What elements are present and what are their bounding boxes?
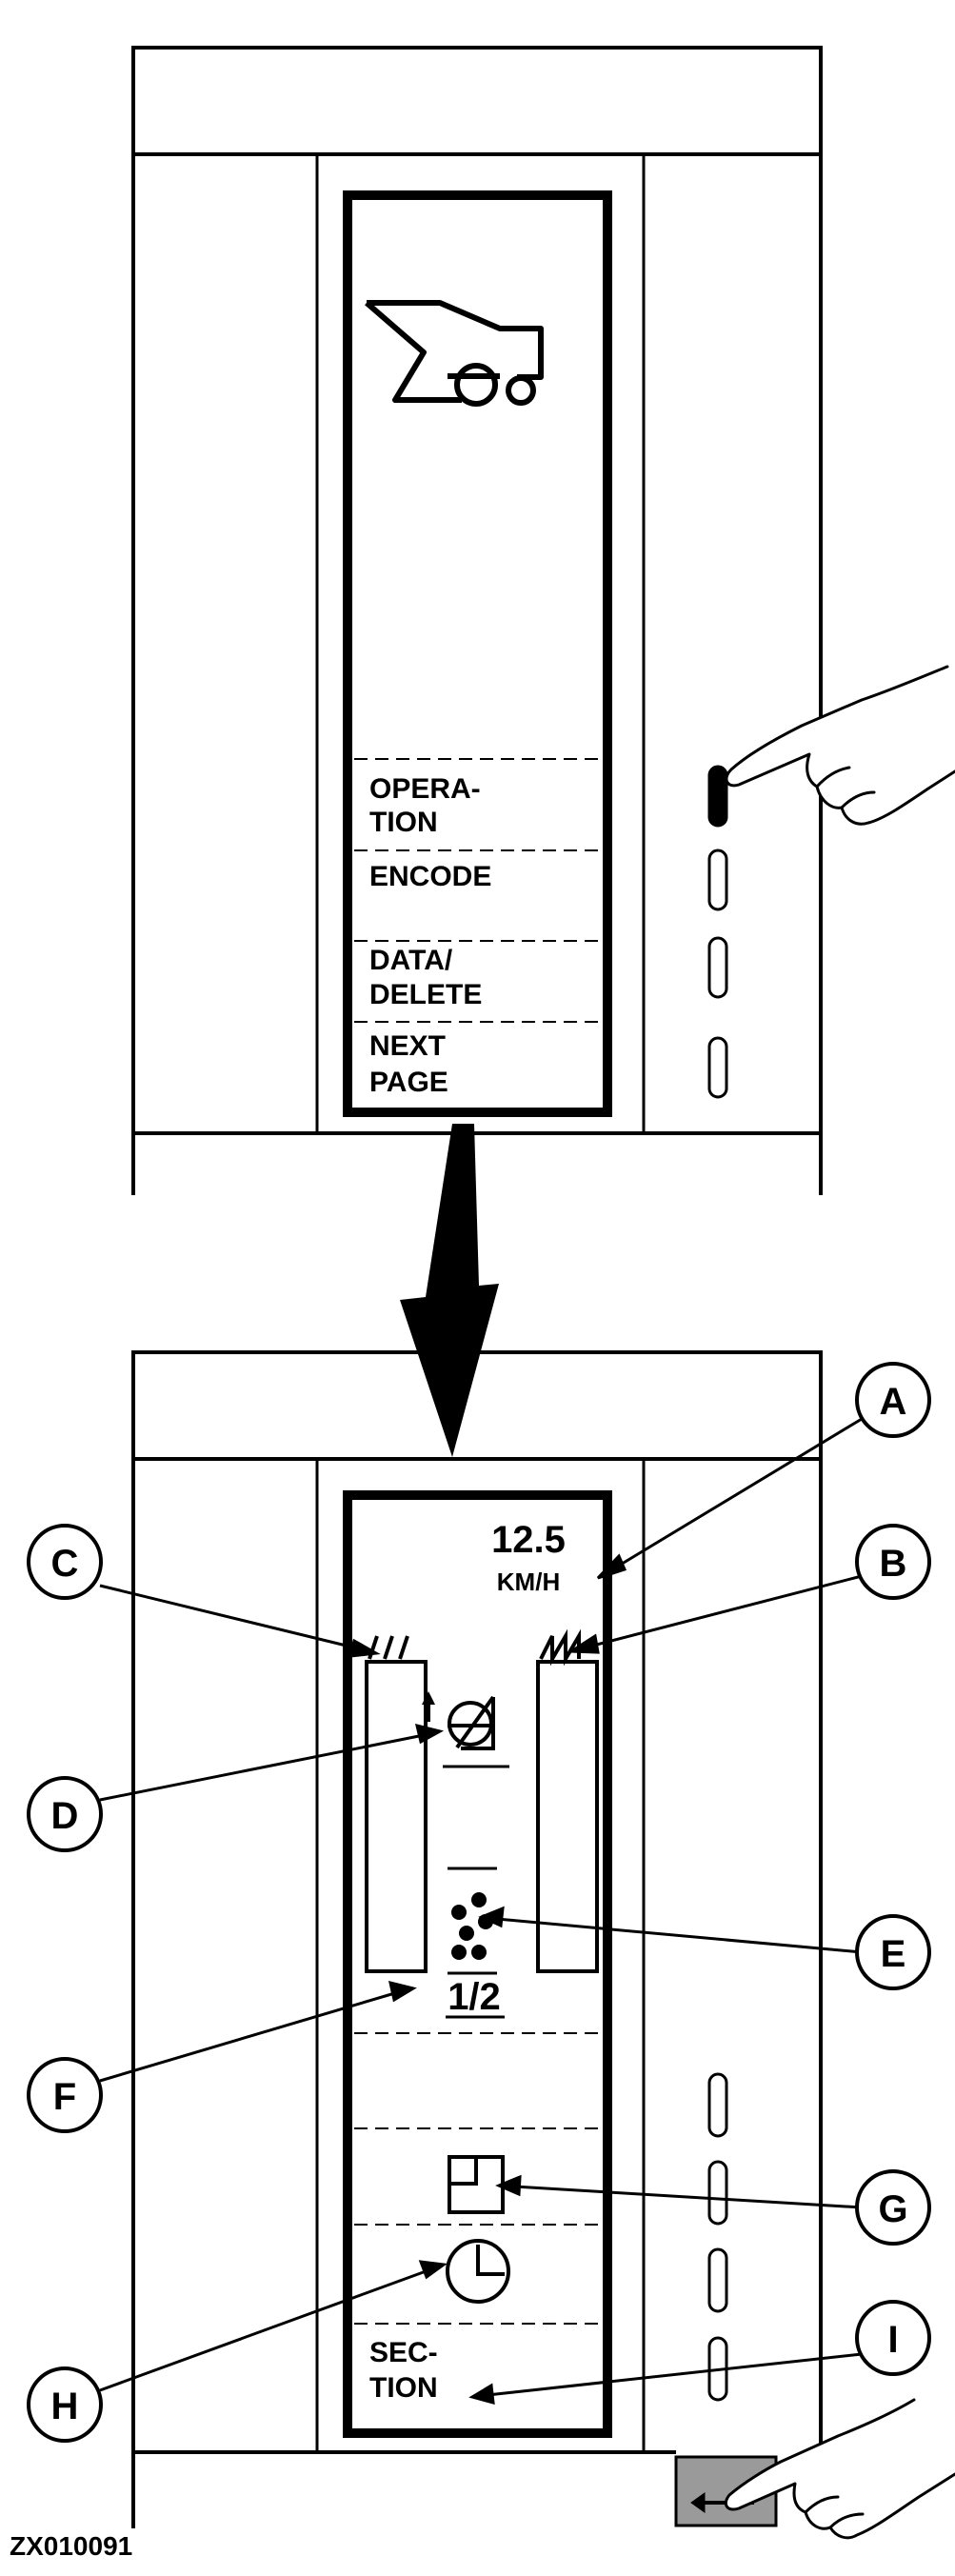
side-key-2[interactable] [707, 849, 728, 911]
callout-a: A [855, 1362, 931, 1438]
callout-d: D [27, 1776, 103, 1852]
menu-operation-line2[interactable]: TION [369, 807, 438, 838]
callout-b: B [855, 1524, 931, 1600]
pointing-hand-icon [724, 2398, 955, 2540]
side-key-1-pressed[interactable] [707, 765, 728, 828]
figure-id: ZX010091 [10, 2531, 133, 2561]
side-key-b2[interactable] [707, 2160, 728, 2226]
left-gauge-slashes [368, 1635, 409, 1660]
section-label-line1[interactable]: SEC- [369, 2337, 438, 2368]
speed-unit: KM/H [497, 1568, 560, 1596]
menu-next-page-line1[interactable]: NEXT [369, 1030, 446, 1062]
callout-i: I [855, 2300, 931, 2376]
fraction-value: 1/2 [448, 1976, 501, 2018]
svg-text:C: C [51, 1543, 79, 1585]
top-screen [343, 190, 612, 1117]
side-key-3[interactable] [707, 936, 728, 999]
pointing-hand-icon [725, 665, 955, 826]
svg-text:D: D [51, 1795, 79, 1837]
svg-text:F: F [53, 2076, 76, 2118]
right-bar-gauge [536, 1660, 599, 1973]
side-key-4[interactable] [707, 1036, 728, 1099]
side-key-b3[interactable] [707, 2247, 728, 2313]
grain-loss-icon [448, 1867, 497, 1975]
menu-encode[interactable]: ENCODE [369, 861, 491, 892]
speed-value: 12.5 [491, 1519, 566, 1561]
top-menu-labels: OPERA- TION ENCODE DATA/ DELETE NEXT PAG… [369, 773, 491, 1098]
callouts: A B C D E F G H [27, 1362, 931, 2443]
bottom-panel-frame [131, 1350, 823, 2528]
clock-icon [446, 2239, 510, 2304]
menu-data-delete-line2[interactable]: DELETE [369, 979, 482, 1010]
right-gauge-ramps [539, 1628, 581, 1667]
menu-data-delete-line1[interactable]: DATA/ [369, 945, 453, 976]
callout-e: E [855, 1914, 931, 1990]
menu-next-page-line2[interactable]: PAGE [369, 1067, 448, 1098]
bottom-screen [343, 1490, 612, 2438]
rotor-speed-icon [422, 1691, 509, 1768]
top-panel [131, 46, 955, 1195]
callout-g: G [855, 2169, 931, 2246]
callout-f: F [27, 2057, 103, 2133]
area-icon [448, 2155, 505, 2214]
left-bar-gauge [365, 1660, 428, 1973]
transition-arrow [400, 1124, 499, 1457]
svg-text:B: B [880, 1543, 907, 1585]
side-key-b1[interactable] [707, 2072, 728, 2138]
callout-h: H [27, 2366, 103, 2443]
svg-text:I: I [887, 2319, 898, 2361]
combine-harvester-icon [365, 300, 544, 407]
bottom-panel-text: 12.5 KM/H 1/2 SEC- TION [369, 1519, 566, 2404]
section-label-line2[interactable]: TION [369, 2372, 438, 2404]
svg-text:G: G [878, 2188, 907, 2230]
svg-text:A: A [880, 1381, 907, 1423]
svg-text:E: E [881, 1933, 906, 1975]
svg-text:H: H [51, 2386, 79, 2427]
return-button-icon[interactable] [674, 2455, 778, 2527]
menu-operation-line1[interactable]: OPERA- [369, 773, 481, 805]
top-panel-frame [131, 46, 823, 1195]
bottom-panel [131, 1350, 955, 2540]
callout-leaders [99, 1417, 863, 2406]
callout-c: C [27, 1524, 103, 1600]
